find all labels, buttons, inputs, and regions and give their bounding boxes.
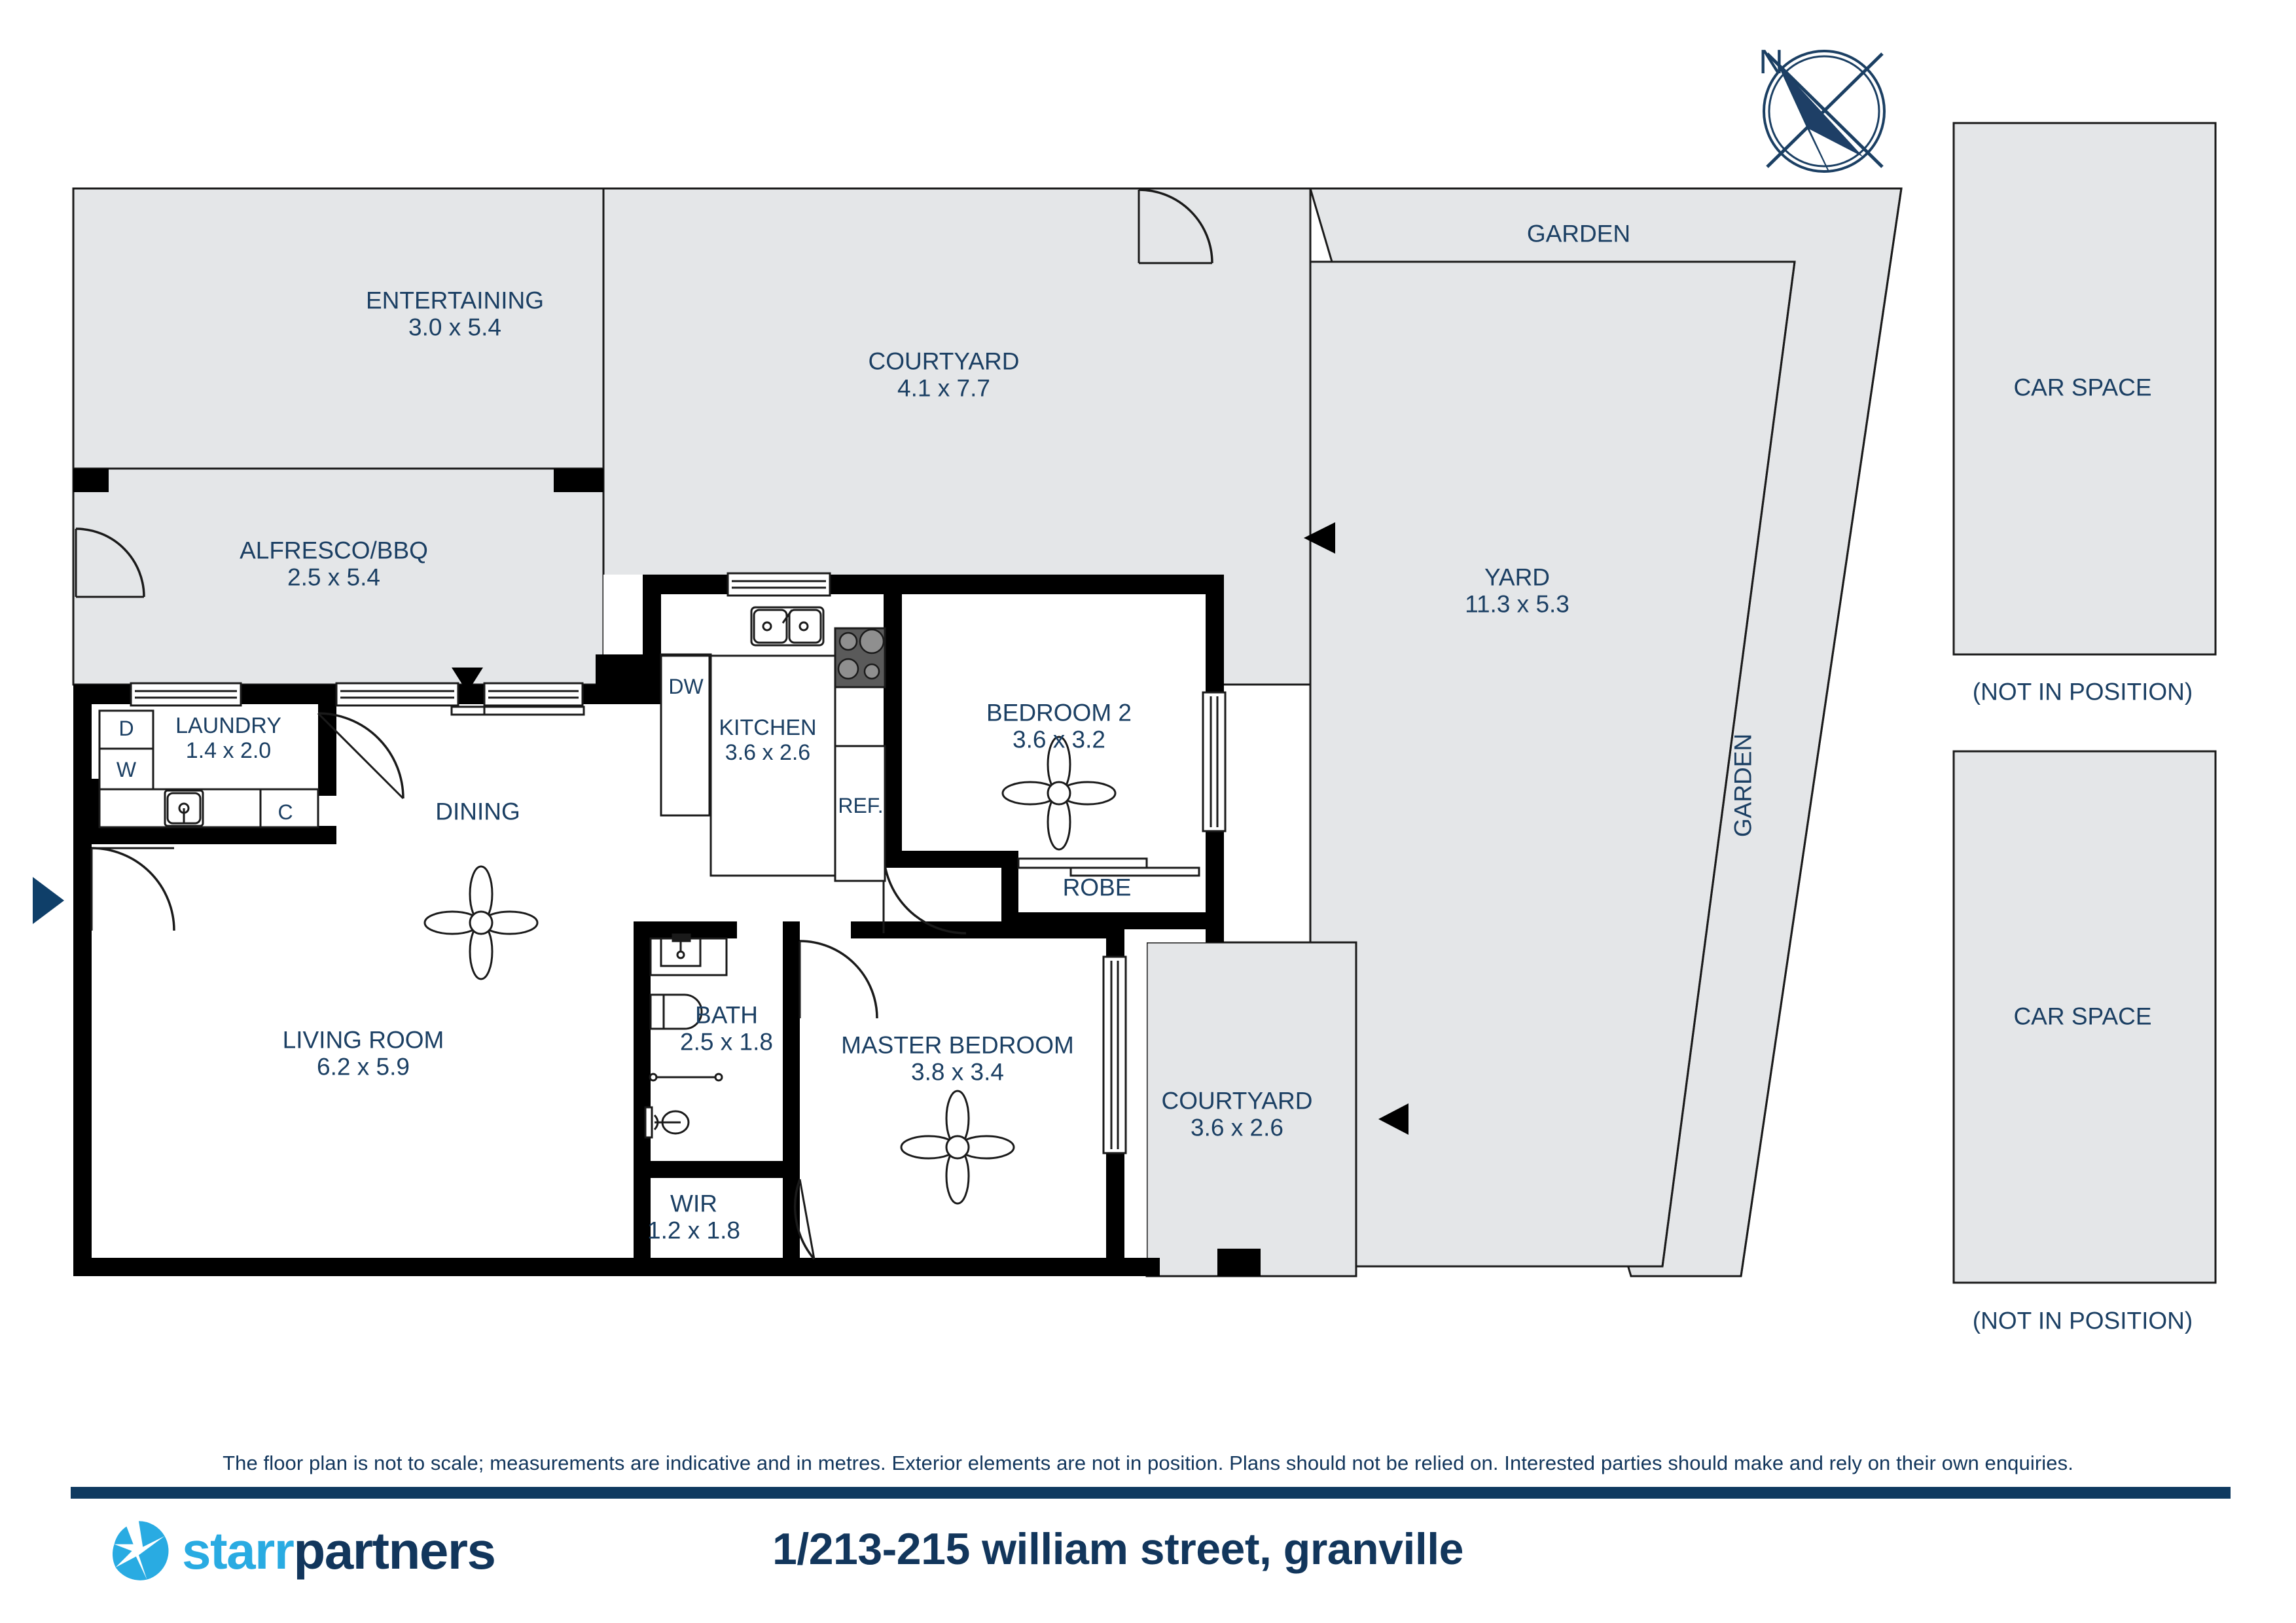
ceiling-fan-living (423, 865, 539, 980)
wall-entry-below (73, 883, 92, 1276)
window-laundry (130, 682, 242, 707)
ceiling-fan-bedroom2 (1001, 736, 1117, 851)
wall-laundry-right (318, 704, 336, 796)
brand-wordmark: starrpartners (182, 1522, 496, 1580)
disclaimer-text: The floor plan is not to scale; measurem… (223, 1452, 2073, 1474)
toilet (644, 1106, 690, 1139)
window-kitchen (726, 572, 831, 597)
wall-bath-left (634, 921, 651, 1178)
bathtub (649, 993, 703, 1030)
kitchen-bench-left (660, 654, 711, 817)
view-arrow-courtyard-rear (1378, 1103, 1408, 1135)
entry-direction-arrow (33, 877, 64, 924)
kitchen-sink (750, 606, 825, 647)
wall-top-run-a (73, 685, 131, 704)
wall-bedroom2-top (902, 575, 1224, 594)
laundry-tub (164, 789, 204, 827)
courtyard-rear-area (1145, 941, 1357, 1277)
door-swing-laundry (317, 712, 404, 799)
wall-alfresco-left-nub (73, 469, 109, 492)
ceiling-fan-master (900, 1090, 1015, 1205)
car-space-top-area[interactable] (1952, 122, 2217, 656)
sliding-door-dining-right (483, 682, 585, 716)
shower-rail (649, 1073, 723, 1082)
starburst-circle-logo-icon (112, 1521, 169, 1580)
wall-bath-bottom (634, 1161, 800, 1178)
direction-markers (33, 522, 1408, 1135)
alfresco-area (72, 467, 605, 686)
window-master-bedroom (1102, 955, 1127, 1154)
wall-wir-left (634, 1161, 651, 1276)
door-swing-bath (799, 940, 878, 1019)
cupboard-unit (259, 788, 319, 829)
brand-name-part-1: starr (182, 1522, 295, 1580)
dryer-unit (98, 709, 154, 750)
windows-and-doors (130, 572, 1227, 1154)
outdoor-areas (72, 122, 2217, 1284)
door-swings (75, 188, 1213, 1260)
kitchen-joinery (660, 606, 886, 882)
sliding-door-dining-left (335, 682, 573, 716)
wall-laundry-bottom (92, 826, 336, 844)
ceiling-fans (423, 736, 1117, 1205)
door-swing-courtyard-top (1138, 188, 1213, 264)
wall-rear-courtyard-nub (1217, 1249, 1261, 1276)
wall-top-run-c (458, 685, 484, 704)
walls (73, 469, 1261, 1276)
garden-outer-line (1740, 188, 1903, 1277)
laundry-joinery (98, 709, 319, 829)
wall-kitchen-bedroom-divider (884, 851, 1001, 868)
bathroom-fixtures (644, 933, 728, 1139)
car-space-bottom-area[interactable] (1952, 750, 2217, 1284)
property-address: 1/213-215 william street, granville (772, 1524, 1463, 1574)
compass-rose-icon (1763, 50, 1886, 173)
wall-alfresco-right-nub (554, 469, 603, 492)
entertaining-area (72, 187, 605, 470)
wall-kitchen-side-outer (596, 654, 643, 704)
wall-bath-door-jamb (783, 921, 800, 941)
wall-bedroom2-right-upper (1206, 575, 1224, 692)
wall-bath-right (783, 921, 800, 1178)
fridge-unit (834, 745, 886, 882)
brand-logo[interactable]: starrpartners (105, 1517, 496, 1585)
washer-unit (98, 747, 154, 791)
footer-divider-rule (71, 1487, 2231, 1499)
wall-kitchen-right (884, 575, 902, 856)
wall-wir-door-nub (783, 1242, 800, 1276)
window-bedroom2 (1202, 691, 1227, 832)
wall-top-run-b (241, 685, 336, 704)
door-swing-wir (793, 1179, 816, 1260)
view-arrow-yard (1304, 522, 1335, 554)
robe-joinery (1017, 857, 1200, 877)
wall-master-top-right (890, 921, 1124, 938)
door-swing-alfresco (75, 527, 145, 597)
door-swing-entry (91, 847, 175, 931)
wall-exterior-bottom (73, 1258, 1160, 1276)
kitchen-island (709, 654, 836, 877)
brand-name-part-2: partners (293, 1522, 496, 1580)
cooktop-burners (837, 628, 885, 680)
view-arrow-alfresco (452, 668, 483, 692)
garden-inner-line (1661, 261, 1796, 1267)
